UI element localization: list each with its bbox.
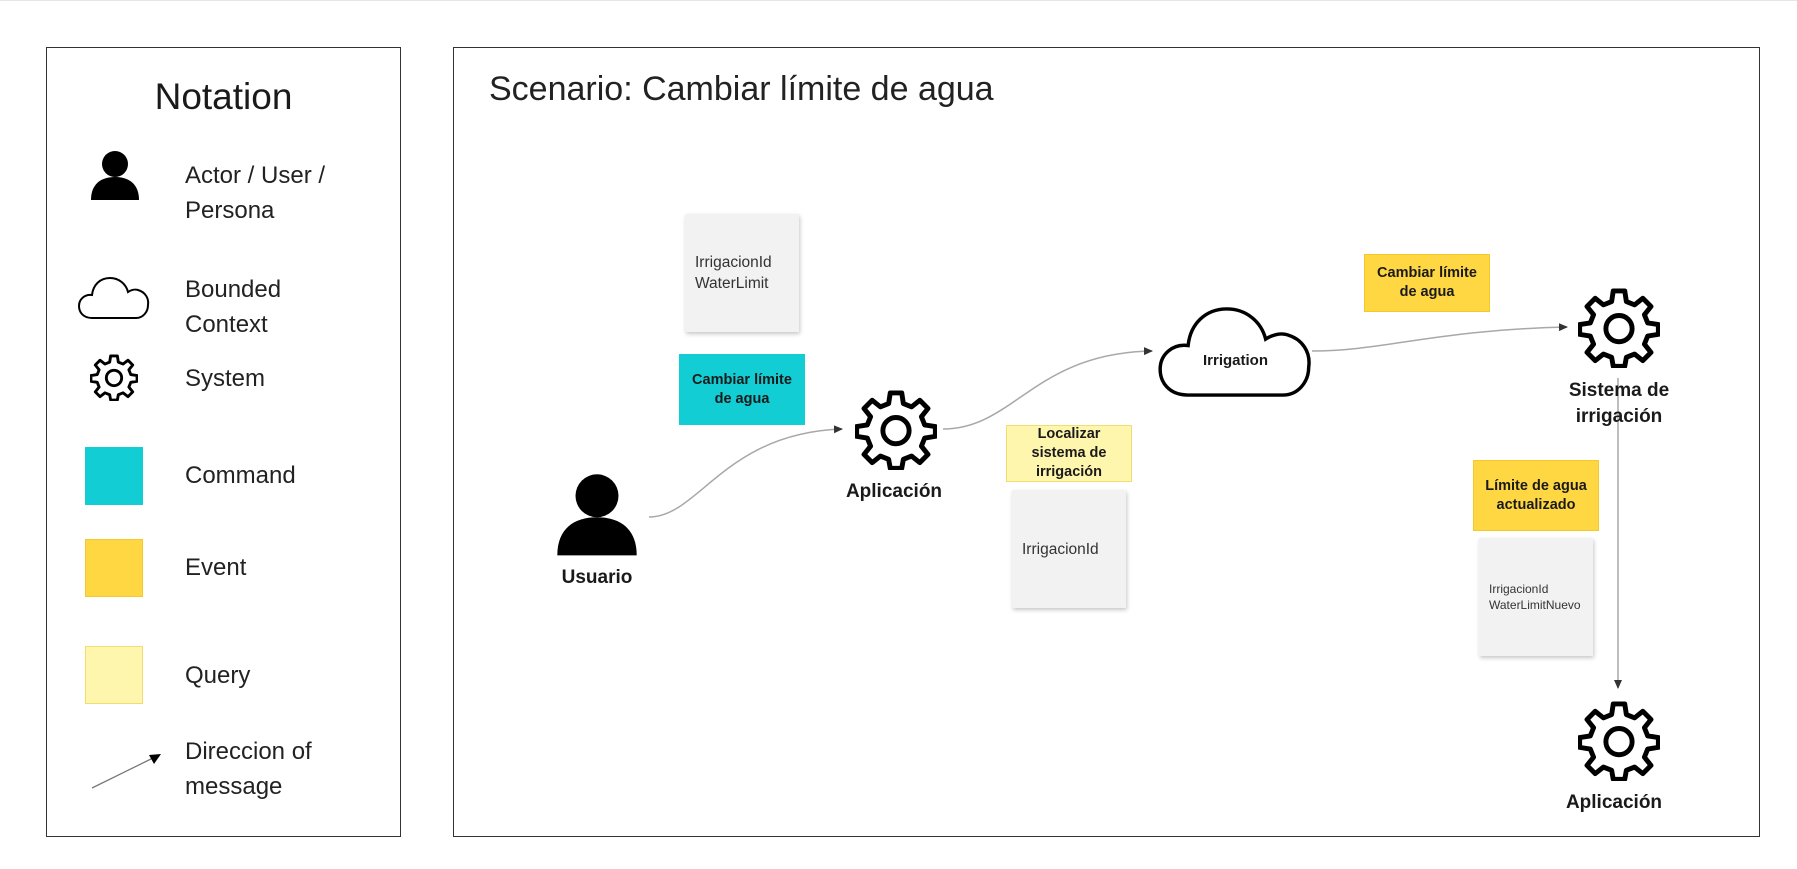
event-updated-sticky: Límite de agua actualizado: [1473, 460, 1599, 531]
scenario-panel: Scenario: Cambiar límite de agua Usuario…: [453, 47, 1760, 837]
legend-label-event: Event: [185, 554, 247, 581]
scenario-title: Scenario: Cambiar límite de agua: [489, 70, 994, 108]
person-icon: [91, 151, 139, 200]
command-sticky: Cambiar límite de agua: [679, 354, 805, 425]
gear-icon: [90, 354, 138, 401]
event-data-note: IrrigacionId WaterLimitNuevo: [1479, 538, 1593, 656]
arrow-aplicacion-to-irrigation: [942, 347, 1153, 430]
cloud-icon: [1158, 307, 1311, 397]
arrow-irrigation-to-sistema: [1311, 323, 1568, 352]
query-sticky: Localizar sistema de irrigación: [1006, 425, 1132, 482]
legend-label-command: Command: [185, 462, 296, 489]
command-data-note: IrrigacionId WaterLimit: [685, 214, 799, 332]
legend-label-system: System: [185, 365, 266, 392]
legend-label-actor: Actor / User /Persona: [185, 162, 326, 224]
bounded-context-label: Irrigation: [1202, 352, 1268, 369]
system-aplicacion-2-label: Aplicación: [1565, 792, 1663, 813]
gear-icon: [1578, 288, 1660, 368]
legend-title: Notation: [154, 76, 293, 117]
system-aplicacion-label: Aplicación: [845, 481, 943, 502]
legend-label-query: Query: [185, 662, 251, 689]
person-icon: [557, 474, 637, 556]
gear-icon: [855, 390, 937, 470]
arrow-usuario-to-aplicacion: [648, 425, 843, 518]
cloud-icon: [78, 276, 150, 319]
command-swatch: [85, 447, 143, 505]
query-swatch: [85, 646, 143, 704]
arrow-icon: [91, 754, 161, 789]
top-divider: [0, 0, 1797, 1]
event-change-sticky: Cambiar límite de agua: [1364, 254, 1490, 312]
gear-icon: [1578, 701, 1660, 781]
event-swatch: [85, 539, 143, 597]
query-data-note: IrrigacionId: [1012, 490, 1126, 608]
actor-label: Usuario: [561, 567, 633, 588]
system-irrigation-label: Sistema de irrigación: [1568, 380, 1670, 427]
